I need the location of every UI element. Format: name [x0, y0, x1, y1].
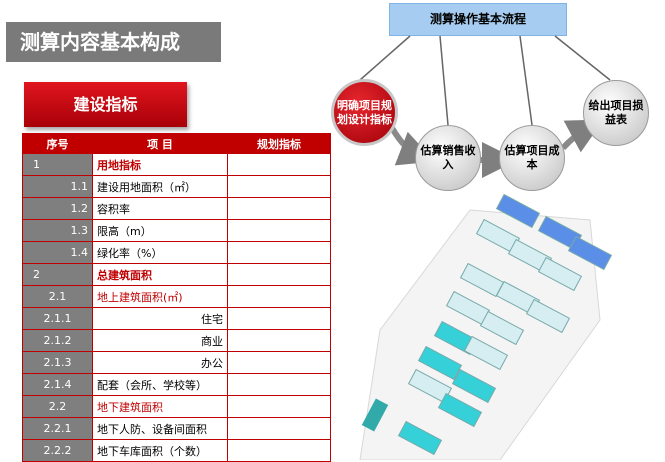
flow-step-plan-indicators: 明确项目规划设计指标: [331, 79, 398, 146]
building-block: [451, 368, 497, 404]
row-item: 住宅: [92, 307, 228, 330]
flow-step-project-cost: 估算项目成本: [499, 125, 565, 191]
row-item: 地下车库面积（个数）: [92, 439, 228, 462]
building-block: [397, 420, 443, 456]
flow-connector-lines: [359, 35, 611, 126]
table-header-row: 序号 项 目 规划指标: [22, 133, 331, 154]
page-title: 测算内容基本构成: [6, 22, 221, 62]
row-item: 地下建筑面积: [92, 395, 228, 418]
building-block: [463, 335, 509, 371]
row-number: 2.2: [22, 395, 93, 418]
flow-title: 测算操作基本流程: [389, 3, 567, 36]
building-block: [417, 345, 463, 381]
col-header-num: 序号: [22, 133, 93, 154]
site-plan-image: [359, 193, 613, 460]
row-item: 地上建筑面积(㎡): [92, 285, 228, 308]
building-block: [437, 392, 483, 428]
row-item: 绿化率（%）: [92, 241, 228, 264]
section-title: 建设指标: [24, 82, 187, 127]
sports-court: [361, 398, 389, 432]
row-number: 2.1.2: [22, 329, 93, 352]
building-block: [537, 256, 583, 292]
row-number: 1.4: [22, 241, 93, 264]
col-header-item: 项 目: [92, 133, 228, 154]
col-header-value: 规划指标: [227, 133, 331, 154]
building-block: [567, 235, 613, 271]
row-number: 2.1.3: [22, 351, 93, 374]
row-number: 1.2: [22, 197, 93, 220]
row-item: 用地指标: [92, 153, 228, 176]
row-number: 2.1.1: [22, 307, 93, 330]
row-item: 限高（m）: [92, 219, 228, 242]
row-number: 1: [22, 153, 93, 176]
building-block: [525, 298, 571, 334]
row-number: 1.3: [22, 219, 93, 242]
building-block: [495, 193, 541, 229]
building-block: [479, 310, 525, 346]
row-number: 2: [22, 263, 93, 286]
row-number: 2.2.2: [22, 439, 93, 462]
flow-step-sales-revenue: 估算销售收入: [415, 125, 481, 191]
flow-step-profit-loss: 给出项目损益表: [583, 80, 649, 146]
